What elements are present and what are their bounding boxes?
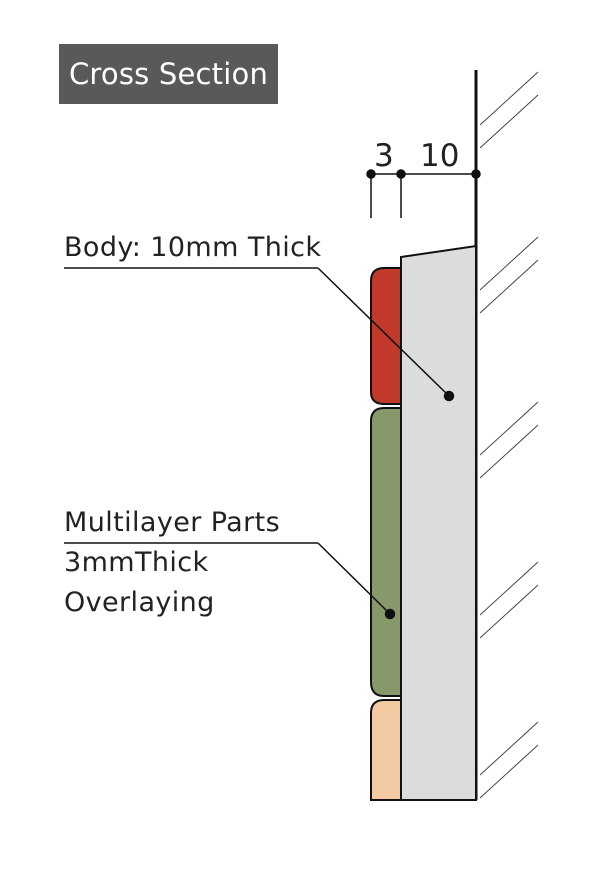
overlay-part-bottom (370, 699, 402, 801)
dimension-lines (366, 169, 481, 218)
wall-hatching (479, 71, 539, 799)
diagram-title: Cross Section (68, 57, 269, 91)
body-label: Body: 10mm Thick (64, 232, 322, 263)
overlay-thickness-dimension: 3 (374, 138, 394, 174)
body-panel (400, 244, 477, 801)
parts-label-line2: 3mmThick (64, 547, 209, 578)
overlay-part-middle (370, 407, 402, 697)
parts-label-line1: Multilayer Parts (64, 507, 281, 538)
parts-label-line3: Overlaying (64, 587, 215, 618)
overlay-part-top (370, 267, 402, 405)
title-badge: Cross Section (59, 44, 278, 104)
body-thickness-dimension: 10 (420, 138, 460, 174)
body-leader (64, 267, 455, 402)
parts-leader (64, 542, 396, 620)
